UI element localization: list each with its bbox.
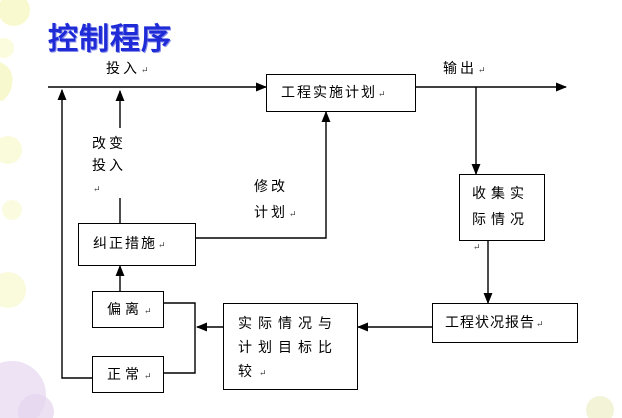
input-label: 投入↵ bbox=[106, 61, 152, 77]
correct-box: 纠正措施↵ bbox=[78, 223, 196, 266]
plan-box: 工程实施计划↵ bbox=[266, 74, 416, 112]
report-label: 工程状况报告 bbox=[445, 315, 535, 331]
compare-box: 实际情况与计划目标比较↵ bbox=[223, 303, 358, 390]
collect-label: 收集实际情况 bbox=[472, 186, 529, 228]
output-label: 输出↵ bbox=[443, 61, 489, 77]
modify-plan-arrow bbox=[196, 110, 331, 239]
deviation-normal-bracket bbox=[164, 302, 196, 374]
normal-box: 正常↵ bbox=[92, 356, 164, 393]
collect-box: 收集实际情况↵ bbox=[459, 174, 545, 253]
compare-label: 实际情况与计划目标比较 bbox=[238, 316, 338, 380]
deviation-box: 偏离↵ bbox=[92, 291, 164, 328]
deviation-label: 偏离 bbox=[107, 302, 143, 318]
modify-plan-label: 修改计划↵ bbox=[254, 179, 300, 221]
normal-label: 正常 bbox=[107, 367, 143, 383]
report-box: 工程状况报告↵ bbox=[432, 303, 578, 343]
page-title: 控制程序 bbox=[48, 22, 172, 57]
normal-feedback-arrow bbox=[57, 88, 92, 379]
correct-label: 纠正措施 bbox=[93, 236, 157, 252]
change-input-label: 改变投入↵ bbox=[92, 136, 126, 195]
plan-label: 工程实施计划 bbox=[281, 85, 377, 101]
